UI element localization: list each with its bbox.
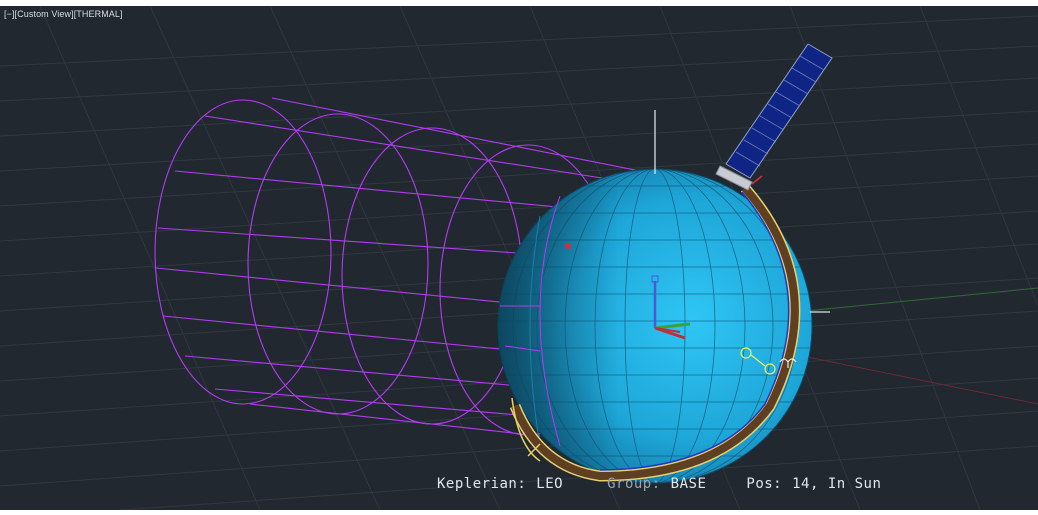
- pos-value: 14, In Sun: [792, 476, 882, 492]
- red-tick: [751, 175, 763, 185]
- ground-grid: [0, 6, 1038, 510]
- scene-canvas[interactable]: [0, 6, 1038, 510]
- drawing-viewport[interactable]: [−][Custom View][THERMAL] Keplerian: LEO…: [0, 6, 1038, 510]
- viewport-label[interactable]: [−][Custom View][THERMAL]: [4, 9, 123, 19]
- keplerian-value: LEO: [536, 476, 564, 492]
- lower-orbit-marker: [511, 397, 541, 462]
- cylinder-front-lines: [500, 195, 561, 447]
- group-value: BASE: [670, 476, 707, 492]
- solar-panel[interactable]: [715, 43, 833, 191]
- sun-vector-gizmo[interactable]: [740, 311, 830, 375]
- shadow-cylinder-wireframe: [154, 97, 656, 437]
- status-line: Keplerian: LEO Group: BASE Pos: 14, In S…: [437, 476, 881, 492]
- ucs-icon[interactable]: [651, 275, 691, 340]
- pos-label: Pos:: [746, 476, 783, 492]
- keplerian-label: Keplerian:: [437, 476, 527, 492]
- group-label: Group:: [607, 476, 661, 492]
- red-marker: [565, 243, 571, 249]
- orbit-ring[interactable]: [509, 184, 801, 482]
- status-gap: [563, 476, 607, 492]
- status-gap-2: [706, 476, 746, 492]
